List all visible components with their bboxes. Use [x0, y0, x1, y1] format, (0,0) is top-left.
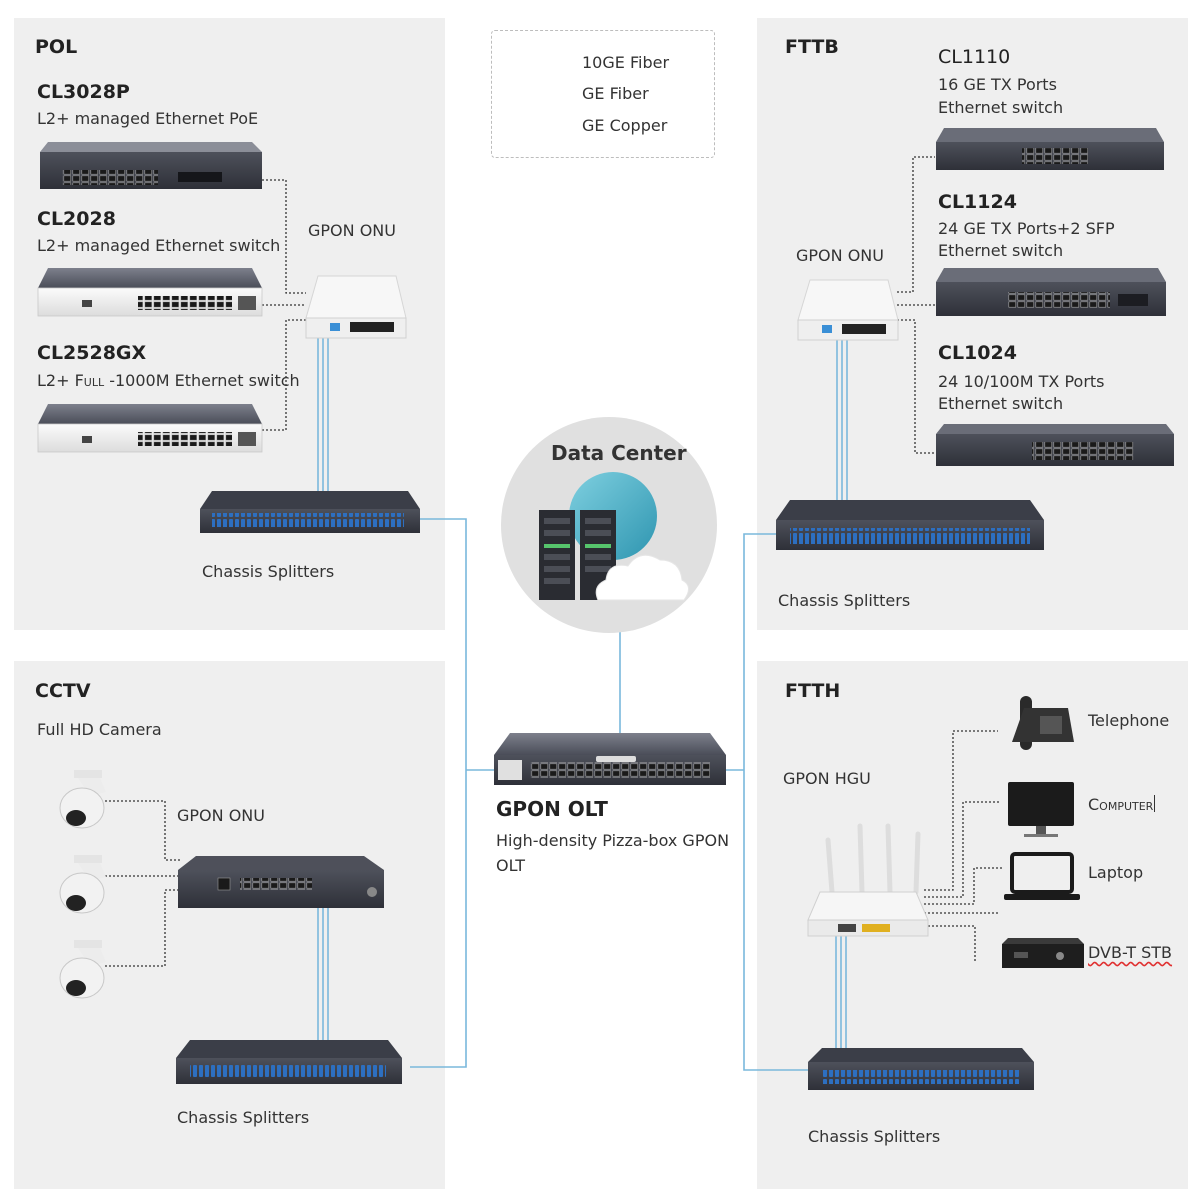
ftth-splitter-graphic	[808, 1048, 1034, 1090]
fttb-splitter-label: Chassis Splitters	[778, 591, 911, 610]
cctv-camera-label: Full HD Camera	[37, 720, 162, 739]
cl2528gx-desc-full: Full	[74, 371, 105, 390]
data-center-graphic	[501, 417, 717, 633]
fttb-title: FTTB	[785, 36, 839, 58]
data-center-title: Data Center	[551, 441, 687, 465]
stb-label: DVB-T STB	[1088, 943, 1173, 962]
cctv-splitter-label: Chassis Splitters	[177, 1108, 310, 1127]
telephone-label: Telephone	[1088, 711, 1170, 730]
legend-ge-fiber-label: GE Fiber	[582, 84, 649, 103]
cctv-title: CCTV	[35, 680, 91, 702]
cl2528gx-model: CL2528GX	[37, 342, 147, 364]
cl1110-desc2: Ethernet switch	[938, 98, 1064, 117]
cl1110-desc1: 16 GE TX Ports	[938, 75, 1057, 94]
cl2528gx-desc-prefix: L2+	[37, 371, 75, 390]
cl2028-model: CL2028	[37, 208, 116, 230]
cl2528gx-desc: L2+ Full -1000M Ethernet switch	[37, 370, 300, 392]
cl1124-model: CL1124	[938, 191, 1017, 213]
cl3028p-model: CL3028P	[37, 81, 130, 103]
pol-splitter-graphic	[200, 491, 420, 533]
gpon-olt-desc1: High-density Pizza-box GPON	[496, 831, 730, 850]
gpon-olt-desc2: OLT	[496, 856, 526, 875]
fttb-onu-label: GPON ONU	[796, 246, 884, 265]
fttb-splitter-graphic	[776, 500, 1044, 550]
ftth-splitter-label: Chassis Splitters	[808, 1127, 941, 1146]
pol-onu-label: GPON ONU	[308, 221, 396, 240]
text-cursor	[1154, 795, 1156, 812]
ftth-title: FTTH	[785, 680, 841, 702]
cl1024-desc2: Ethernet switch	[938, 394, 1064, 413]
cctv-panel	[14, 661, 445, 1189]
laptop-graphic	[1004, 852, 1080, 900]
cl1124-switch-graphic	[936, 268, 1166, 316]
cctv-onu-graphic	[178, 856, 384, 908]
legend-10ge-fiber-label: 10GE Fiber	[582, 53, 670, 72]
computer-label-wrap: Computer	[1088, 795, 1156, 814]
fiber-lines	[317, 61, 848, 1071]
ftth-hgu-graphic	[807, 823, 929, 937]
cl1124-desc2: Ethernet switch	[938, 241, 1064, 260]
computer-label: Computer	[1088, 795, 1154, 814]
laptop-label: Laptop	[1088, 863, 1144, 882]
computer-graphic	[1008, 782, 1074, 837]
cl1024-desc1: 24 10/100M TX Ports	[938, 372, 1105, 391]
pol-splitter-label: Chassis Splitters	[202, 562, 335, 581]
legend-ge-copper-label: GE Copper	[582, 116, 668, 135]
cctv-cameras-graphic	[59, 770, 106, 999]
telephone-graphic	[1012, 696, 1074, 750]
legend-box	[491, 30, 715, 158]
stb-graphic	[1002, 938, 1084, 968]
cl3028p-switch-graphic	[40, 142, 262, 189]
gpon-olt-graphic	[494, 733, 726, 785]
fttb-onu-graphic	[797, 279, 899, 341]
cl1110-model: CL1110	[938, 46, 1011, 68]
cl1110-switch-graphic	[936, 128, 1164, 170]
pol-title: POL	[35, 36, 78, 58]
cl3028p-desc: L2+ managed Ethernet PoE	[37, 109, 259, 128]
cl2528gx-desc-suffix: -1000M Ethernet switch	[104, 371, 300, 390]
cctv-onu-label: GPON ONU	[177, 806, 265, 825]
ftth-hgu-label: GPON HGU	[783, 769, 871, 788]
cl1124-desc1: 24 GE TX Ports+2 SFP	[938, 219, 1115, 238]
cctv-splitter-graphic	[176, 1040, 402, 1084]
pol-onu-graphic	[305, 275, 407, 339]
cl2028-switch-graphic	[37, 268, 263, 317]
copper-lines	[105, 156, 1002, 967]
cl1024-switch-graphic	[936, 424, 1174, 466]
cl2028-desc: L2+ managed Ethernet switch	[37, 236, 281, 255]
cl2528gx-switch-graphic	[37, 404, 263, 453]
gpon-olt-title: GPON OLT	[496, 797, 608, 821]
cl1024-model: CL1024	[938, 342, 1017, 364]
